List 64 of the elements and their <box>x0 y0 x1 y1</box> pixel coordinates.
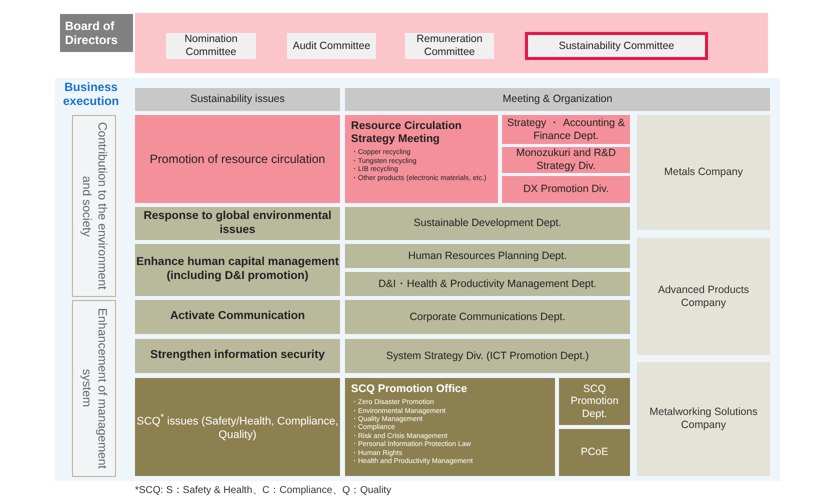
label-box <box>345 272 630 296</box>
box-label: Sustainability Committee <box>558 40 674 52</box>
label-box <box>60 14 133 52</box>
section-panel <box>55 78 780 481</box>
label-box <box>502 115 630 144</box>
box-heading: SCQ Promotion Office <box>351 383 468 396</box>
box-label: SCQ$^{*}$ issues (Safety/Health, Compliance, Quality) <box>136 412 340 442</box>
box-label: Metalworking Solutions Company <box>648 406 758 432</box>
label-box <box>345 115 498 203</box>
label-box <box>559 429 630 476</box>
label-box <box>502 147 630 173</box>
label-box <box>135 339 340 373</box>
label-box <box>559 378 630 425</box>
label-box <box>637 238 770 355</box>
box-label: Enhance human capital management (including D&I promotion) <box>135 256 340 284</box>
label-box <box>72 115 116 297</box>
box-label: Activate Communication <box>170 310 305 324</box>
label-box <box>345 300 630 334</box>
box-label: SCQ Promotion Dept. <box>570 382 620 420</box>
label-box <box>135 244 340 296</box>
label-box <box>637 115 770 230</box>
box-label: Nomination Committee <box>183 33 239 59</box>
box-label: PCoE <box>580 446 608 459</box>
box-label: Strategy ・ Accounting & Finance Dept. <box>506 116 626 142</box>
box-label: Audit Committee <box>292 40 370 52</box>
box-label: Enhancement of management system <box>79 307 110 471</box>
box-heading: Resource Circulation Strategy Meeting <box>351 120 463 146</box>
box-label: Monozukuri and R&D Strategy Div. <box>515 147 617 173</box>
box-label: Meeting & Organization <box>502 93 612 106</box>
label-box <box>502 176 630 203</box>
box-label: Response to global environmental issues <box>142 210 332 238</box>
label-box <box>345 378 555 476</box>
box-label: Board of Directors <box>65 18 119 48</box>
box-label: Sustainable Development Dept. <box>414 217 562 230</box>
label-box <box>287 33 376 59</box>
label-box <box>345 88 770 111</box>
box-label: DX Promotion Div. <box>523 183 609 196</box>
label-box <box>405 33 494 59</box>
label-box <box>135 378 340 476</box>
label-box <box>525 32 708 60</box>
committee-band <box>135 13 768 73</box>
label-box <box>72 300 116 477</box>
box-label: Remuneration Committee <box>416 33 484 59</box>
section-heading: Business execution <box>62 81 120 109</box>
box-label: Corporate Communications Dept. <box>410 310 566 324</box>
box-label: Strengthen information security <box>150 349 325 363</box>
label-box <box>135 300 340 334</box>
box-label: D&I・Health & Productivity Management Dept. <box>378 278 597 290</box>
box-label: Promotion of resource circulation <box>150 152 326 166</box>
label-box <box>135 115 340 203</box>
label-box <box>345 244 630 268</box>
box-label: Sustainability issues <box>190 93 285 106</box>
label-box <box>135 207 340 240</box>
label-box <box>135 88 340 111</box>
footnote: *SCQ: S：Safety & Health、C：Compliance、Q：Quality <box>135 484 392 497</box>
box-label: Human Resources Planning Dept. <box>408 250 567 262</box>
label-box <box>637 362 770 476</box>
box-label: Advanced Products Company <box>656 284 750 310</box>
label-box <box>345 207 630 240</box>
box-label: Metals Company <box>664 166 743 179</box>
label-box <box>345 339 630 373</box>
label-box <box>166 33 256 59</box>
box-label: Contribution to the environment and society <box>79 121 110 292</box>
box-label: System Strategy Div. (ICT Promotion Dept.) <box>386 350 589 362</box>
